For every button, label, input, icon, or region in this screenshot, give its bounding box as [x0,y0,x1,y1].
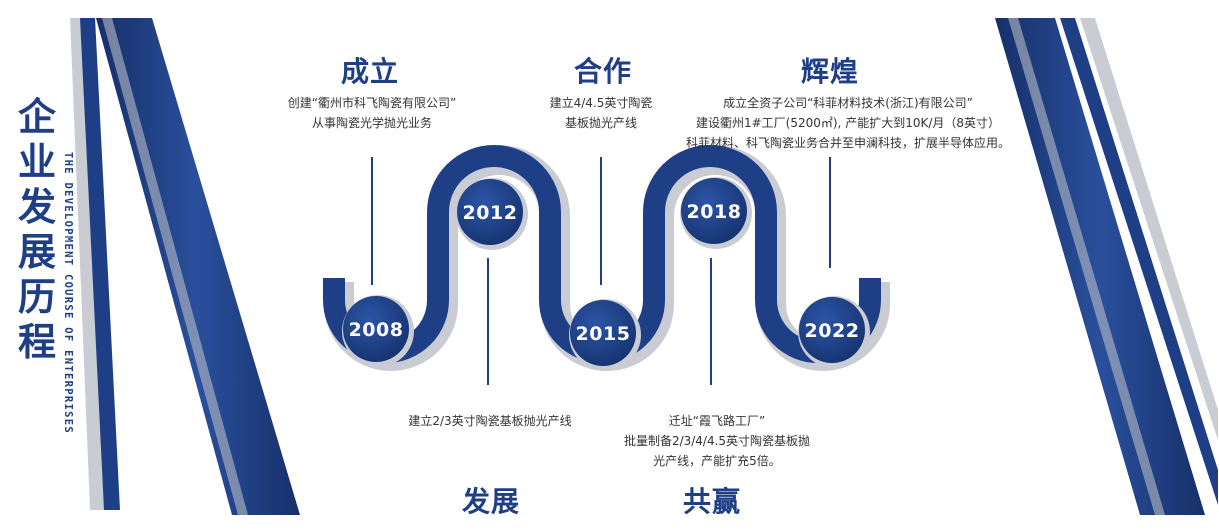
note-line: 成立全资子公司“科菲材料技术(浙江)有限公司” [723,96,973,110]
title-char: 展 [17,230,56,274]
note-2018: 迁址“霞飞路工厂” 批量制备2/3/4/4.5英寸陶瓷基板抛 光产线，产能扩充5… [607,411,827,471]
note-line: 科菲材料、科飞陶瓷业务合并至申澜科技，扩展半导体应用。 [685,136,1010,150]
year-label-2008: 2008 [349,319,404,341]
heading-fa-zhan: 发展 [462,485,521,518]
year-disc-2008: 2008 [342,295,414,367]
note-line: 迁址“霞飞路工厂” [668,414,766,428]
title-char: 发 [17,185,56,229]
year-disc-2022: 2022 [798,296,870,368]
note-2022: 成立全资子公司“科菲材料技术(浙江)有限公司” 建设衢州1#工厂(5200㎡),… [668,93,1028,153]
note-line: 批量制备2/3/4/4.5英寸陶瓷基板抛 [623,434,811,448]
left-stripes [70,18,300,515]
note-line: 光产线，产能扩充5倍。 [653,454,781,468]
right-stripes [995,18,1218,515]
year-disc-2018: 2018 [680,177,752,249]
note-2015: 建立4/4.5英寸陶瓷 基板抛光产线 [521,93,681,133]
note-line: 创建“衢州市科飞陶瓷有限公司” [287,96,457,110]
heading-he-zuo: 合作 [574,55,633,88]
note-2012: 建立2/3英寸陶瓷基板抛光产线 [385,411,595,431]
note-line: 建立2/3英寸陶瓷基板抛光产线 [408,414,572,428]
note-line: 基板抛光产线 [564,116,637,130]
title-char: 程 [17,320,56,364]
year-disc-2015: 2015 [569,299,641,371]
year-label-2022: 2022 [805,320,860,342]
connector-lines [371,157,831,385]
year-label-2018: 2018 [687,201,742,223]
note-2008: 创建“衢州市科飞陶瓷有限公司” 从事陶瓷光学抛光业务 [262,93,482,133]
note-line: 从事陶瓷光学抛光业务 [311,116,432,130]
title-char: 企 [17,95,56,139]
page-title: 企 业 发 展 历 程 [12,95,62,365]
note-line: 建立4/4.5英寸陶瓷 [549,96,653,110]
heading-hui-huang: 辉煌 [801,55,860,88]
title-char: 业 [17,140,56,184]
year-label-2012: 2012 [463,202,518,224]
heading-cheng-li: 成立 [341,55,400,88]
title-char: 历 [17,275,56,319]
page-subtitle: THE DEVELOPMENT COURSE OF ENTERPRISES [62,152,74,434]
heading-gong-ying: 共赢 [683,485,742,518]
year-disc-2012: 2012 [456,178,528,250]
note-line: 建设衢州1#工厂(5200㎡), 产能扩大到10K/月（8英寸） [695,116,1001,130]
year-label-2015: 2015 [576,323,631,345]
